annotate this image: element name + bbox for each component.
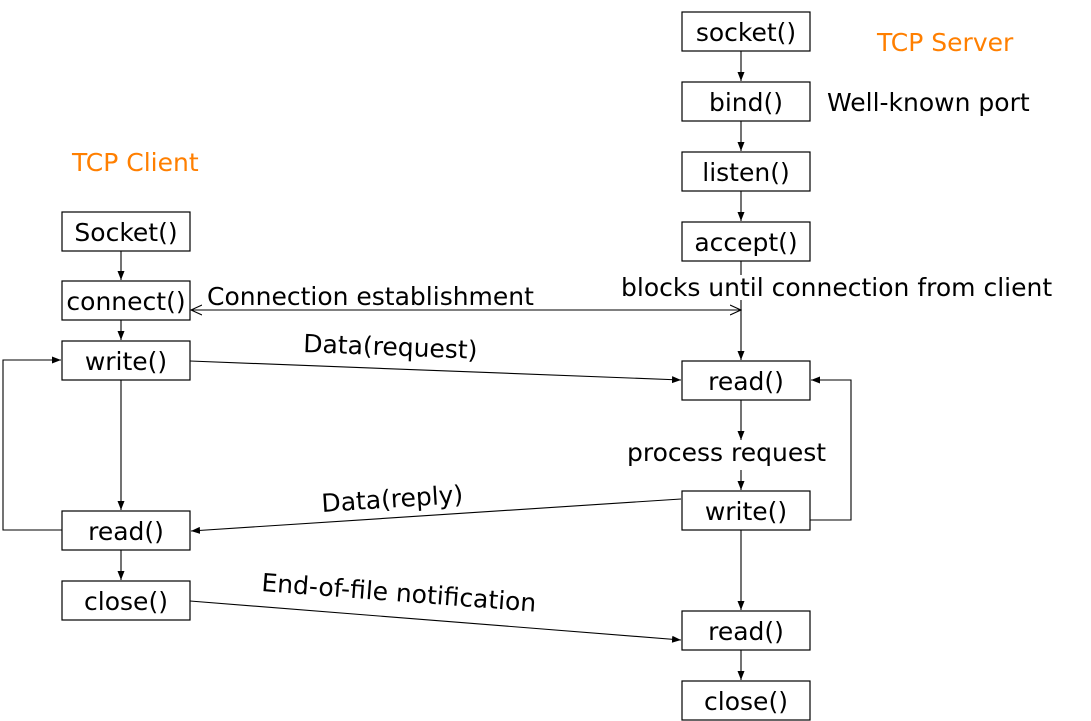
well-known-port-note: Well-known port — [827, 88, 1030, 117]
server-loop-arrow — [810, 376, 852, 521]
server-write-box: write() — [681, 490, 811, 531]
server-bind-box: bind() — [681, 81, 811, 122]
server-socket-box: socket() — [681, 11, 811, 52]
server-listen-label: listen() — [702, 158, 789, 187]
client-close-label: close() — [84, 587, 168, 616]
connection-label: Connection establishment — [207, 282, 534, 311]
client-read-label: read() — [88, 517, 164, 546]
reply-label: Data(reply) — [321, 480, 464, 518]
server-read-label: read() — [708, 367, 784, 396]
server-read-eof-box: read() — [681, 610, 811, 651]
client-connect-label: connect() — [66, 287, 185, 316]
server-write-label: write() — [705, 497, 787, 526]
client-read-box: read() — [61, 510, 191, 551]
server-close-label: close() — [704, 687, 788, 716]
server-close-box: close() — [681, 680, 811, 721]
server-bind-label: bind() — [709, 88, 783, 117]
client-socket-box: Socket() — [61, 211, 191, 252]
server-title: TCP Server — [876, 28, 1014, 57]
client-close-box: close() — [61, 580, 191, 621]
server-listen-box: listen() — [681, 151, 811, 192]
client-connect-box: connect() — [61, 280, 191, 321]
server-socket-label: socket() — [696, 18, 796, 47]
process-request-note: process request — [627, 438, 826, 467]
server-accept-label: accept() — [694, 228, 797, 257]
request-arrow — [189, 360, 682, 384]
accept-blocks-note: blocks until connection from client — [621, 273, 1052, 302]
eof-arrow — [189, 600, 682, 643]
client-socket-label: Socket() — [74, 218, 177, 247]
request-label: Data(request) — [303, 329, 478, 365]
client-write-label: write() — [85, 347, 167, 376]
reply-arrow — [190, 498, 682, 534]
server-accept-box: accept() — [681, 221, 811, 262]
client-loop-arrow — [2, 356, 62, 531]
server-read-eof-label: read() — [708, 617, 784, 646]
client-write-box: write() — [61, 340, 191, 381]
server-read-box: read() — [681, 360, 811, 401]
client-title: TCP Client — [71, 148, 199, 177]
